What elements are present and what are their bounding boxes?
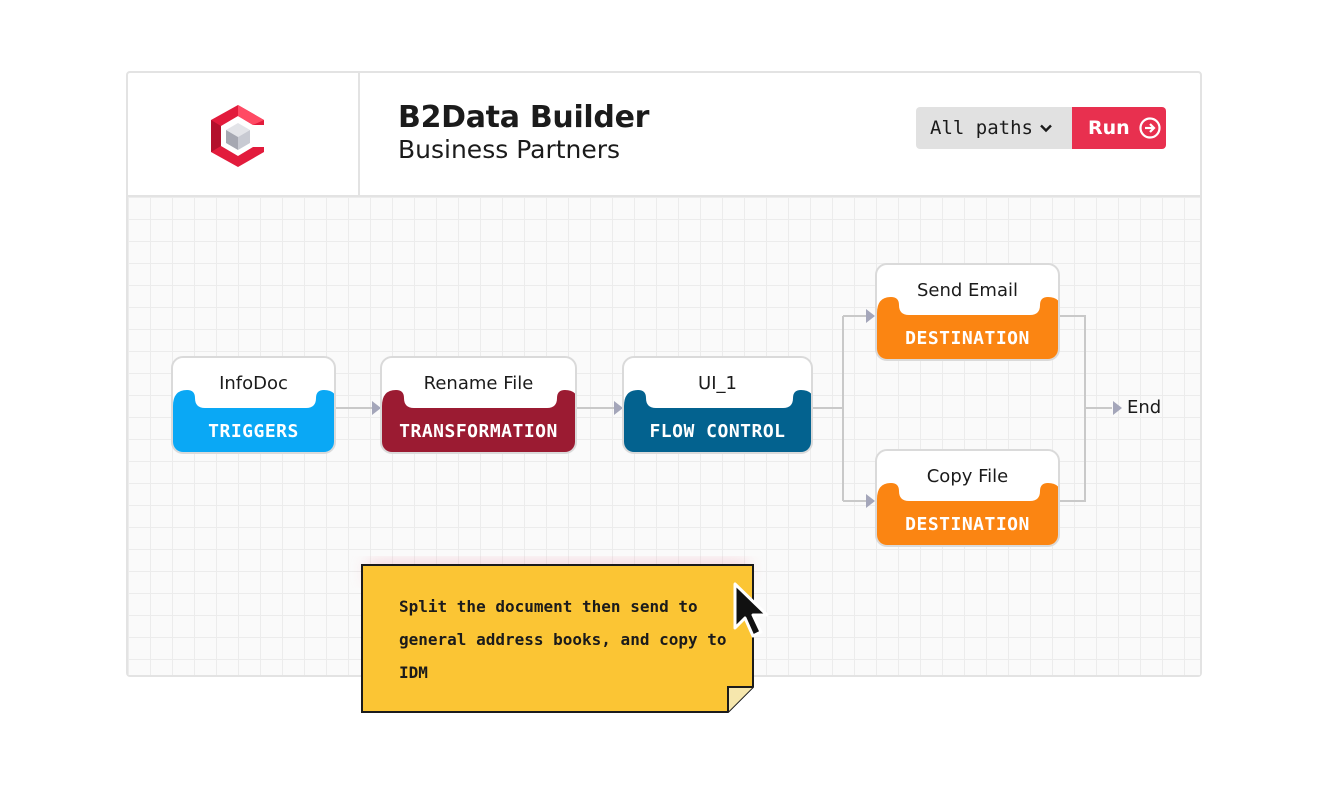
node-label: Copy File bbox=[926, 466, 1009, 487]
node-category: TRANSFORMATION bbox=[399, 421, 558, 442]
paths-select[interactable]: All paths bbox=[916, 107, 1072, 149]
node-category-band bbox=[624, 390, 811, 452]
node-ui-1[interactable]: UI_1 FLOW CONTROL bbox=[622, 356, 813, 454]
node-category-band bbox=[173, 390, 334, 452]
node-category: FLOW CONTROL bbox=[649, 421, 786, 442]
node-label: UI_1 bbox=[698, 373, 737, 394]
node-category-band bbox=[877, 483, 1058, 545]
node-label: Send Email bbox=[917, 280, 1018, 301]
node-category: TRIGGERS bbox=[208, 421, 299, 442]
node-label: InfoDoc bbox=[219, 373, 288, 394]
arrow-right-circle-icon bbox=[1139, 117, 1161, 139]
node-rename-file[interactable]: Rename File TRANSFORMATION bbox=[380, 356, 577, 454]
flow-end-label: End bbox=[1127, 397, 1162, 418]
b2data-cube-logo bbox=[211, 105, 264, 167]
node-category: DESTINATION bbox=[905, 514, 1030, 535]
run-button[interactable]: Run bbox=[1072, 107, 1166, 149]
app-subtitle: Business Partners bbox=[398, 135, 621, 164]
node-copy-file[interactable]: Copy File DESTINATION bbox=[875, 449, 1060, 547]
node-send-email[interactable]: Send Email DESTINATION bbox=[875, 263, 1060, 361]
node-category-band bbox=[382, 390, 575, 452]
node-category: DESTINATION bbox=[905, 328, 1030, 349]
node-label: Rename File bbox=[423, 373, 534, 394]
sticky-note[interactable]: Split the document then send to general … bbox=[361, 562, 754, 714]
node-category-band bbox=[877, 297, 1058, 359]
run-button-label: Run bbox=[1088, 117, 1130, 139]
app-header: B2Data Builder Business Partners All pat… bbox=[128, 73, 1200, 197]
logo-cell bbox=[128, 73, 360, 195]
mouse-pointer-icon bbox=[733, 582, 769, 638]
chevron-down-icon bbox=[1040, 124, 1052, 133]
node-infodoc[interactable]: InfoDoc TRIGGERS bbox=[171, 356, 336, 454]
app-title: B2Data Builder bbox=[398, 100, 650, 135]
paths-select-value: All paths bbox=[930, 117, 1033, 139]
sticky-note-paper bbox=[361, 562, 754, 713]
sticky-note-text: Split the document then send to general … bbox=[399, 597, 727, 682]
